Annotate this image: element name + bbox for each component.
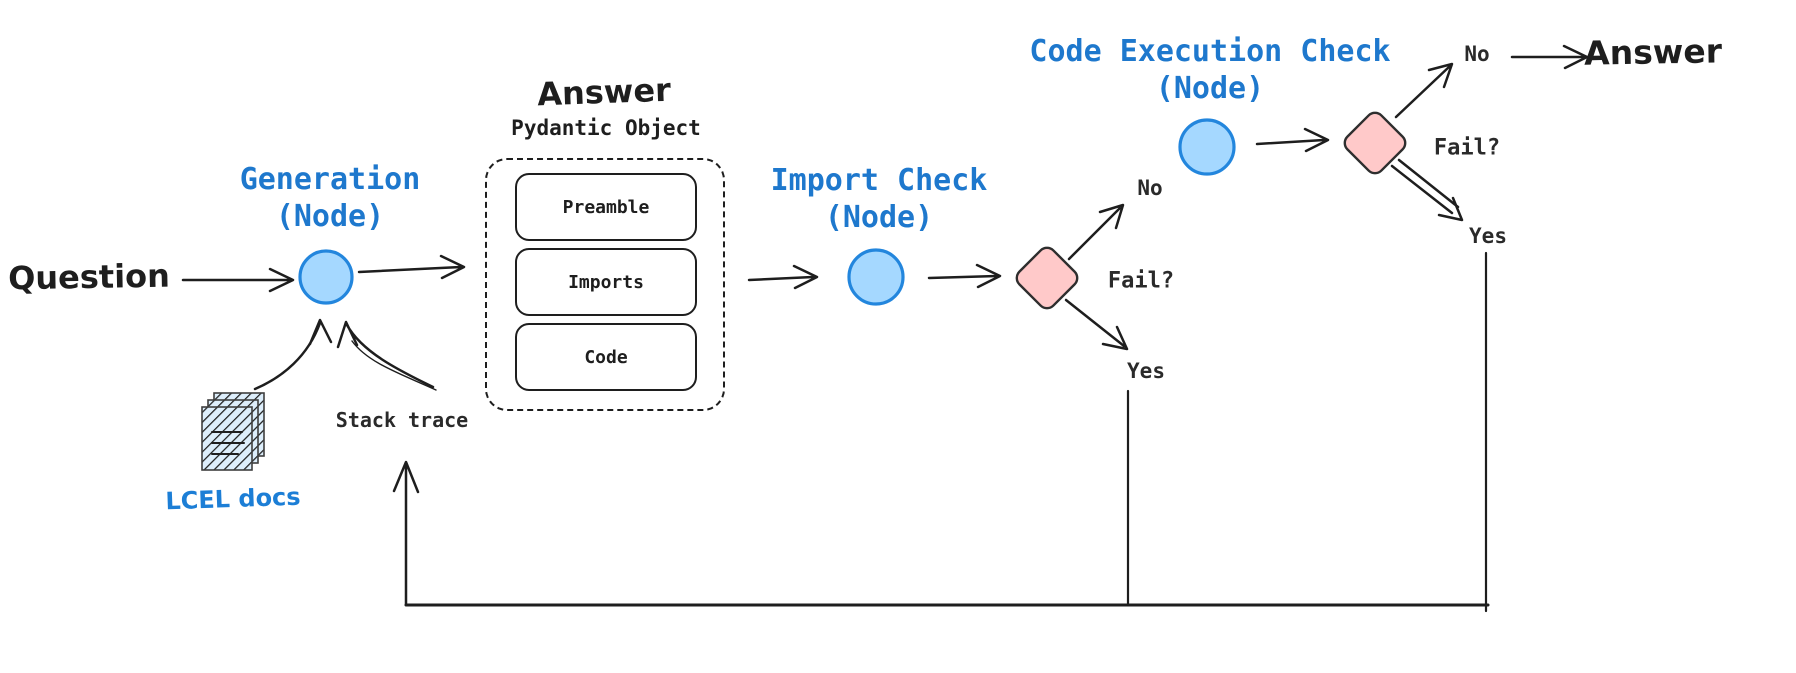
arrow-docs-to-generation	[253, 318, 333, 391]
doc-text-lines	[211, 431, 245, 455]
import-decision-yes-label: Yes	[1127, 359, 1165, 383]
generation-title-line2: (Node)	[275, 199, 385, 234]
arrow-stacktrace-to-generation	[336, 320, 435, 389]
import-check-title-line1: Import Check	[770, 163, 988, 198]
arrow-no-to-answer	[1510, 44, 1589, 70]
arrow-answer-object-to-import-check	[747, 264, 819, 290]
arrow-import-check-to-import-decision	[927, 263, 1002, 289]
stack-trace-label: Stack trace	[335, 408, 469, 432]
import-decision-no-label: No	[1137, 176, 1163, 200]
final-answer-label: Answer	[1583, 31, 1723, 73]
import-check-node-circle	[847, 248, 905, 306]
code-execution-title-line1: Code Execution Check	[1029, 34, 1391, 69]
code-execution-title-line2: (Node)	[1155, 71, 1265, 106]
arrow-import-decision-yes	[1064, 298, 1129, 351]
question-label: Question	[7, 256, 171, 298]
pydantic-field-preamble: Preamble	[515, 173, 697, 241]
field-label: Preamble	[562, 196, 650, 218]
arrow-question-to-generation	[181, 267, 295, 293]
exec-decision-yes-label: Yes	[1469, 224, 1507, 248]
code-execution-node-circle	[1178, 118, 1236, 176]
exec-decision-diamond	[1343, 111, 1407, 175]
arrow-exec-decision-no	[1394, 62, 1454, 119]
generation-node-circle	[298, 249, 354, 305]
arrow-feedback-up-to-generation	[392, 460, 420, 607]
answer-object-subtitle: Pydantic Object	[511, 116, 701, 140]
generation-node-title: Generation (Node)	[240, 161, 421, 235]
arrow-exec-decision-yes	[1390, 158, 1464, 222]
answer-object-title: Answer	[536, 70, 672, 114]
pydantic-object-box	[485, 158, 725, 411]
arrow-generation-to-answer-object	[357, 254, 466, 280]
import-check-node-title: Import Check (Node)	[771, 162, 988, 236]
arrow-import-decision-no	[1067, 203, 1125, 261]
import-decision-diamond	[1015, 246, 1079, 310]
pydantic-field-imports: Imports	[515, 248, 697, 316]
code-execution-node-title: Code Execution Check (Node)	[1029, 33, 1390, 107]
import-check-title-line2: (Node)	[824, 200, 934, 235]
exec-decision-no-label: No	[1464, 42, 1490, 66]
arrow-stacktrace-sketch-stroke	[351, 340, 437, 391]
generation-title-line1: Generation	[239, 162, 421, 197]
import-decision-fail-label: Fail?	[1107, 268, 1175, 294]
lcel-docs-label: LCEL docs	[164, 482, 302, 516]
lcel-docs-icon	[201, 392, 265, 471]
arrow-codeexec-to-exec-decision	[1255, 127, 1330, 153]
exec-decision-fail-label: Fail?	[1433, 135, 1501, 161]
field-label: Imports	[568, 271, 644, 293]
field-label: Code	[584, 346, 628, 368]
pydantic-field-code: Code	[515, 323, 697, 391]
